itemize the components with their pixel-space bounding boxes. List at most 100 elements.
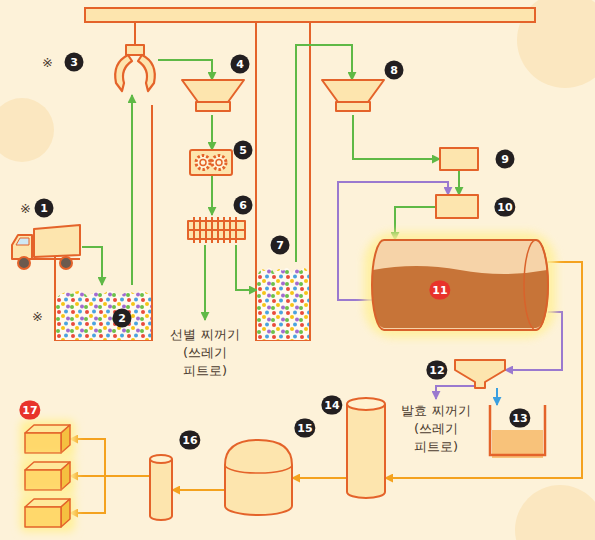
callout-number: 5 [234, 141, 253, 160]
sorted-pit-shape [257, 268, 309, 340]
drawing-part [25, 433, 61, 453]
drawing-part [515, 485, 595, 540]
drawing-part [61, 499, 70, 527]
waste-pit-drawing [56, 285, 151, 340]
gas-cylinder-drawing [347, 398, 385, 498]
crane-rail [85, 8, 535, 22]
note-mark: ※ [32, 308, 43, 326]
callout-number: 13 [509, 409, 530, 428]
sorted-pit: 7 [257, 262, 309, 340]
callout-number: 8 [385, 61, 404, 80]
flow-arrow [211, 175, 213, 215]
feed-hopper: 4 [182, 80, 244, 115]
drawing-part [20, 420, 75, 458]
crusher: 5 [190, 150, 232, 175]
drawing-part [373, 266, 547, 328]
drawing-part [490, 405, 545, 455]
waste-pit-shape [56, 291, 151, 340]
drawing-part [257, 268, 309, 340]
drawing-part [138, 55, 155, 91]
residue-note: 선별 찌꺼기 (쓰레기 피트로) [160, 326, 250, 381]
flow-arrow [172, 489, 225, 491]
drawing-part [225, 440, 292, 515]
residue-note: 발효 찌꺼기 (쓰레기 피트로) [390, 402, 482, 457]
crusher-shape [190, 150, 232, 175]
callout-number: 6 [234, 196, 253, 215]
residue-arrow [436, 386, 476, 399]
branch-arrow [70, 476, 105, 513]
gas-silo-shape [225, 440, 292, 515]
drawing-part [150, 459, 172, 520]
flow-arrow [158, 60, 212, 80]
drawing-part [25, 470, 61, 490]
drawing-part [150, 455, 172, 463]
drawing-part [196, 102, 230, 111]
sorter-shape [188, 217, 245, 243]
drawing-part [56, 291, 151, 340]
drawing-part [364, 232, 556, 338]
drawing-part [115, 55, 132, 91]
callout-number: 17 [19, 401, 40, 420]
note-mark: ※ [42, 54, 53, 72]
callout-number: 12 [426, 361, 447, 380]
gas-cylinder-shape [347, 398, 385, 498]
crane-grab-shape [115, 45, 155, 91]
gas-cylinder-drawing [150, 455, 172, 520]
branch-arrow [70, 439, 105, 476]
residue-arrow [204, 245, 206, 320]
flow-arrow [353, 115, 440, 159]
drawing-part [347, 398, 385, 410]
process-box-shape [436, 195, 478, 218]
callout-number: 4 [231, 55, 250, 74]
drawing-part [322, 80, 384, 102]
drawing-part [440, 148, 478, 170]
feed-hopper-drawing [182, 80, 244, 115]
flow-arrow [70, 475, 150, 477]
digester-tank-shape [364, 232, 556, 338]
garbage-truck-drawing [10, 225, 82, 270]
drawing-part [216, 160, 222, 166]
callout-number: 16 [179, 431, 200, 450]
callout-number: 11 [429, 281, 450, 300]
gas-cylinder: 14 [347, 398, 385, 498]
sorter: 6 [188, 215, 245, 245]
flow-arrow [82, 247, 102, 285]
flow-arrow [236, 245, 257, 290]
feed-hopper: 8 [322, 80, 384, 115]
gas-cylinder: 16 [150, 455, 172, 520]
crane-cable [134, 22, 136, 45]
callout-number: 14 [321, 396, 342, 415]
pit-wall [256, 22, 310, 340]
drawing-part [182, 80, 244, 102]
process-box: 9 [440, 148, 478, 170]
callout-number: 10 [494, 198, 515, 217]
sorted-pit-drawing [257, 262, 309, 340]
drawing-part [225, 465, 292, 473]
digester-tank: 11 [372, 240, 548, 330]
drawing-part [0, 98, 54, 162]
drawing-part [12, 235, 32, 259]
gas-cylinder-shape [150, 455, 172, 520]
flow-arrow [296, 45, 352, 262]
drawing-part [190, 150, 232, 175]
gas-silo: 15 [225, 440, 292, 515]
callout-number: 3 [65, 53, 84, 72]
flow-arrow [292, 477, 347, 479]
flow-arrow [496, 388, 498, 405]
drawing-part [61, 425, 70, 453]
drawing-part [436, 195, 478, 218]
digester-tank-drawing [372, 240, 548, 330]
pit-wall [55, 105, 152, 340]
sorter-drawing [188, 215, 245, 245]
callout-number: 7 [271, 236, 290, 255]
drawing-part [34, 225, 80, 257]
separator-drawing [455, 360, 505, 388]
feed-hopper-drawing [322, 80, 384, 115]
drawing-part [336, 102, 370, 111]
flow-arrow [211, 115, 213, 150]
product-boxes: 17 [25, 425, 70, 528]
waste-pit: 2 [56, 285, 151, 340]
drawing-part [16, 238, 29, 245]
